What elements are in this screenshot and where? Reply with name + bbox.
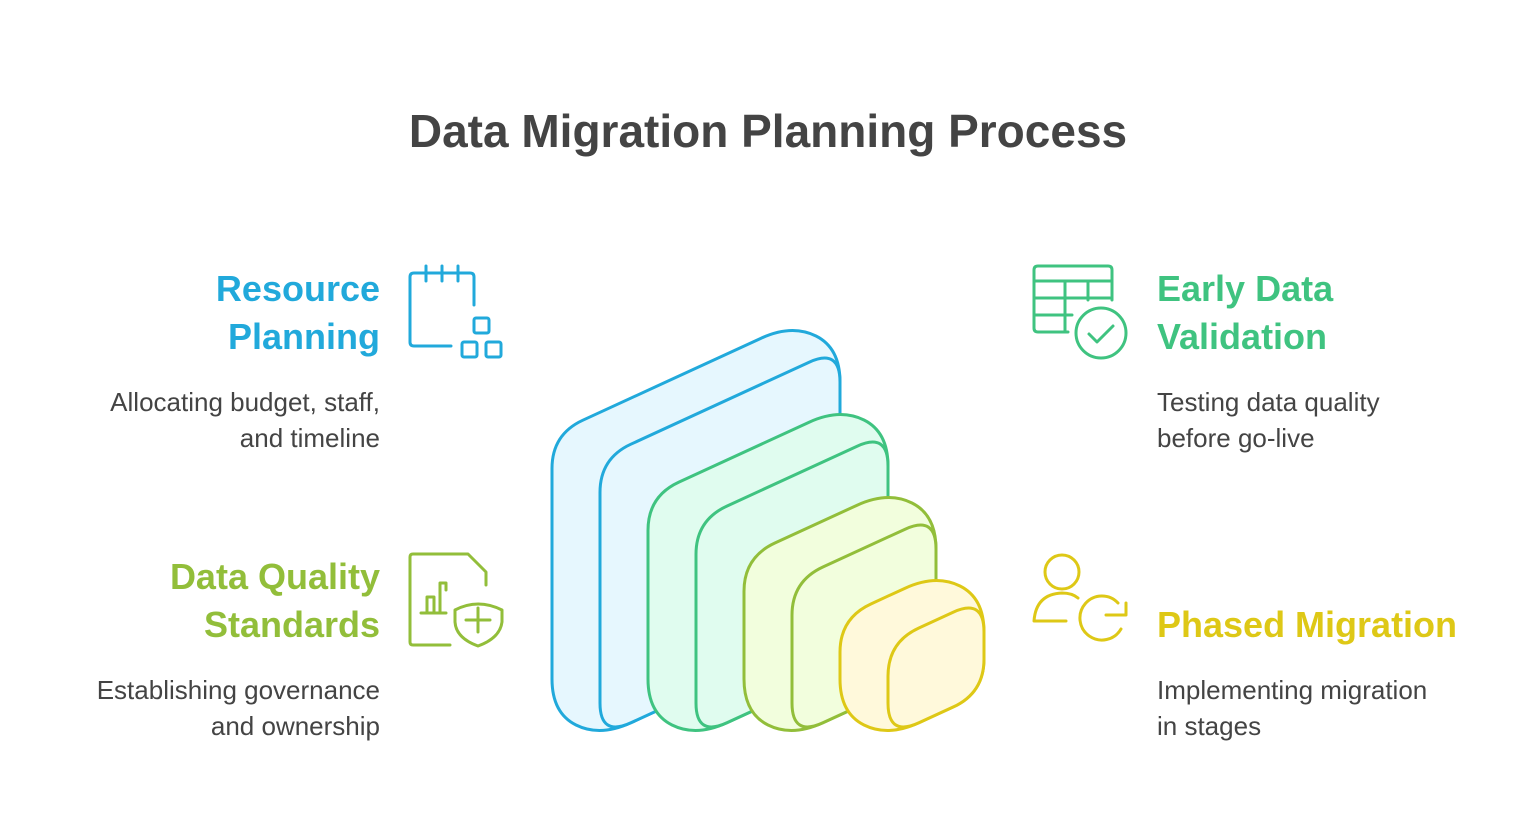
early-data-validation-description: Testing data quality before go-live (1157, 384, 1380, 456)
heading-line: Early Data (1157, 268, 1334, 309)
description-line: Testing data quality (1157, 387, 1380, 417)
description-line: and timeline (239, 423, 380, 453)
phased-migration-description: Implementing migration in stages (1157, 672, 1427, 744)
description-line: and ownership (210, 711, 380, 741)
heading-line: Validation (1157, 316, 1328, 357)
description-line: Establishing governance (96, 675, 380, 705)
description-line: Allocating budget, staff, (110, 387, 380, 417)
early-data-validation-heading: Early Data Validation (1157, 265, 1333, 361)
description-line: before go-live (1157, 423, 1315, 453)
heading-line: Standards (203, 604, 380, 645)
phased-migration-heading: Phased Migration (1157, 601, 1457, 649)
block-phased-migration (838, 579, 986, 732)
user-refresh-icon (1032, 553, 1128, 642)
heading-line: Phased Migration (1157, 604, 1458, 645)
table-check-icon (1032, 264, 1128, 360)
resource-planning-description: Allocating budget, staff, and timeline (110, 384, 380, 456)
heading-line: Data Quality (169, 556, 380, 597)
resource-planning-heading: Resource Planning (216, 265, 380, 361)
block-front (886, 606, 986, 729)
data-quality-standards-heading: Data Quality Standards (170, 553, 380, 649)
description-line: Implementing migration (1157, 675, 1428, 705)
diagram-title: Data Migration Planning Process (408, 105, 1128, 157)
description-line: in stages (1157, 711, 1262, 741)
heading-line: Resource (215, 268, 380, 309)
calendar-blocks-icon (408, 264, 503, 359)
heading-line: Planning (228, 316, 380, 357)
data-quality-standards-description: Establishing governance and ownership (97, 672, 380, 744)
document-chart-shield-icon (408, 552, 504, 648)
